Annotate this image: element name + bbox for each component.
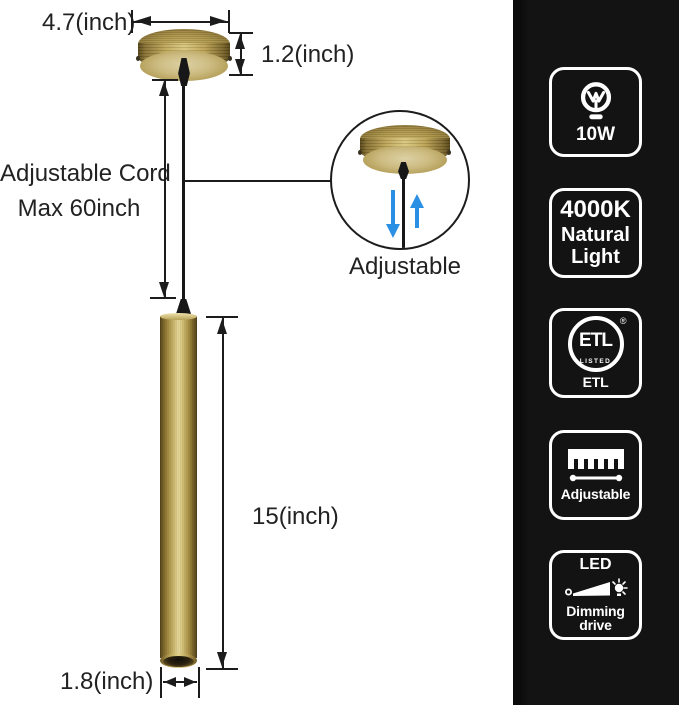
- cord-note-line1: Adjustable Cord: [0, 160, 171, 187]
- dim-tick: [150, 297, 176, 299]
- dim-arrow-down: [235, 59, 245, 74]
- canopy-width-label: 4.7(inch): [42, 9, 136, 36]
- pendant-cylinder: [160, 316, 197, 658]
- length-range-icon: [569, 474, 622, 481]
- badge-etl: ® ETL LISTED ETL: [549, 308, 642, 398]
- dim-arrow-down: [159, 282, 169, 297]
- dim-line: [164, 81, 166, 297]
- badge-color-temp: 4000K Natural Light: [549, 188, 642, 278]
- pendant-length-label: 15(inch): [252, 503, 339, 530]
- etl-label: ETL: [582, 374, 609, 391]
- pendant-diameter-label: 1.8(inch): [60, 668, 154, 695]
- dim-tick: [160, 667, 162, 698]
- color-temp-word2: Light: [571, 246, 620, 269]
- dim-arrow-left: [135, 16, 151, 26]
- cord-note-line2: Max 60inch: [17, 195, 141, 222]
- dim-arrow-up: [235, 34, 245, 49]
- cord-note: Adjustable Cord Max 60inch: [0, 160, 171, 223]
- led-label: LED: [579, 555, 612, 573]
- arrow-up-icon: [410, 194, 424, 208]
- dim-arrow-left: [164, 677, 176, 687]
- etl-listed-logo: ® ETL LISTED: [567, 316, 627, 373]
- color-temp-word1: Natural: [561, 223, 630, 246]
- dim-tick: [229, 74, 253, 76]
- dim-tick: [131, 10, 133, 33]
- dim-tick: [228, 10, 230, 33]
- adjustable-detail-inset: [330, 110, 470, 250]
- ruler-icon: [567, 448, 624, 469]
- dim-arrow-right: [184, 677, 196, 687]
- cylinder-top-rim: [160, 313, 197, 320]
- dimming-ramp-icon: [564, 577, 628, 596]
- dim-tick: [206, 668, 238, 670]
- arrow-up-shaft: [415, 208, 419, 228]
- arrow-down-icon: [386, 224, 400, 238]
- inset-cord-grip: [398, 162, 409, 179]
- inset-screw-right: [447, 150, 451, 155]
- bulb-icon: [580, 81, 611, 119]
- dim-arrow-up: [159, 81, 169, 96]
- dim-tick: [229, 32, 253, 34]
- hanging-cord: [182, 84, 185, 302]
- etl-listed-text: LISTED: [579, 358, 612, 366]
- cylinder-opening: [163, 656, 194, 667]
- dim-arrow-right: [210, 16, 226, 26]
- inset-label: Adjustable: [348, 253, 462, 280]
- etl-logo-text: ETL: [579, 330, 613, 352]
- canopy-screw-left: [136, 56, 140, 61]
- feature-panel: 10W 4000K Natural Light ® ETL LISTED ETL: [513, 0, 679, 705]
- color-temp-value: 4000K: [560, 196, 631, 224]
- canopy-screw-right: [228, 56, 232, 61]
- cord-grip-top: [178, 58, 190, 86]
- badge-dimming: LED Dimming drive: [549, 550, 642, 640]
- inset-cord: [402, 177, 405, 248]
- inset-leader-line: [184, 180, 331, 182]
- dim-arrow-down: [217, 652, 227, 667]
- dim-line: [133, 21, 228, 23]
- badge-wattage: 10W: [549, 67, 642, 157]
- adjustable-label: Adjustable: [560, 485, 631, 502]
- dim-arrow-up: [217, 319, 227, 334]
- dim-line: [240, 34, 242, 74]
- dim-tick: [152, 79, 178, 81]
- registered-mark: ®: [619, 316, 627, 327]
- dim-tick: [206, 316, 238, 318]
- dim-line: [163, 681, 197, 683]
- dim-line: [222, 318, 224, 668]
- canopy-height-label: 1.2(inch): [261, 41, 355, 68]
- dimming-drive-label: Dimming drive: [566, 602, 625, 634]
- inset-screw-left: [358, 150, 362, 155]
- wattage-label: 10W: [575, 123, 616, 145]
- badge-adjustable: Adjustable: [549, 430, 642, 520]
- dim-tick: [198, 667, 200, 698]
- arrow-down-shaft: [391, 190, 395, 224]
